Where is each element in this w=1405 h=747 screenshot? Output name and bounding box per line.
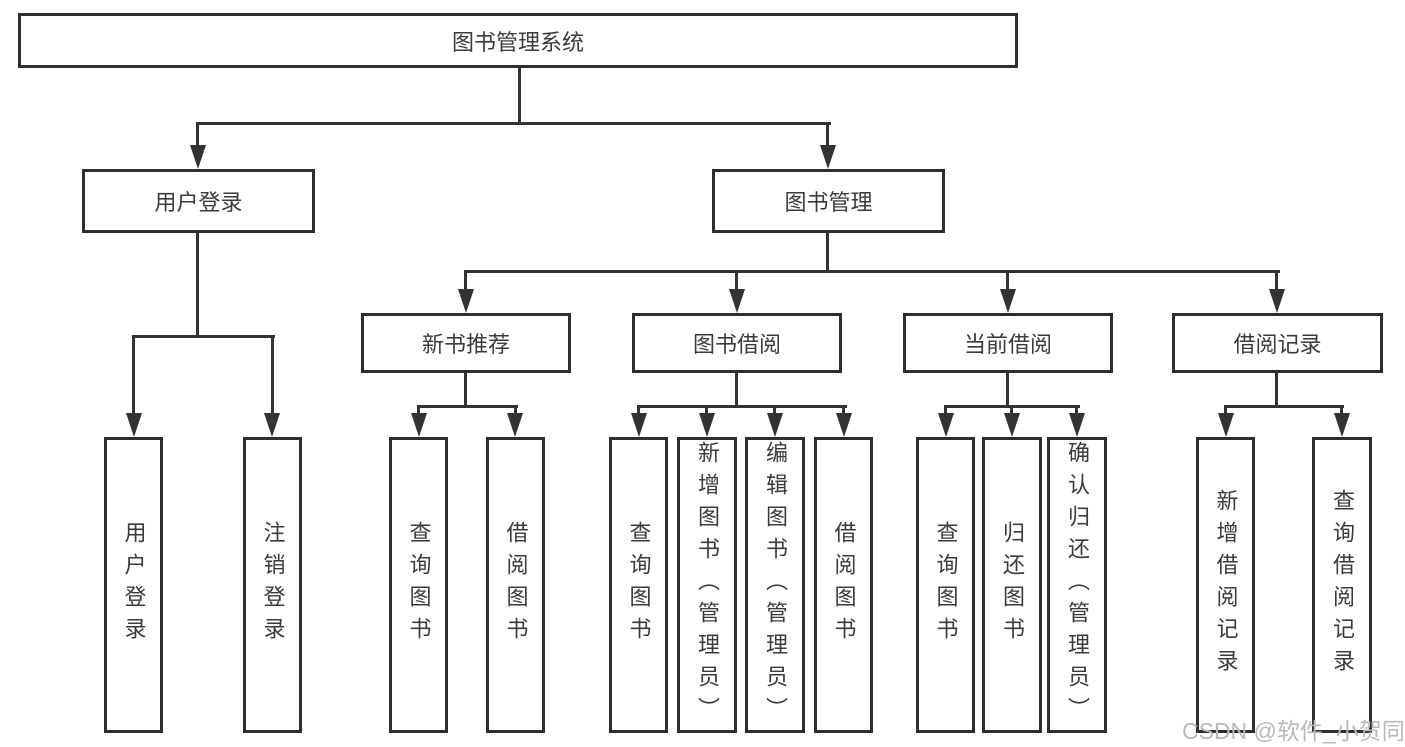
leaf-borrowing-edit-books-admin: 编辑图书（管理员） bbox=[745, 437, 805, 733]
connector-line bbox=[132, 335, 135, 413]
connector-line bbox=[1006, 270, 1009, 289]
arrow-down-icon bbox=[767, 413, 783, 437]
connector-line bbox=[944, 405, 947, 413]
connector-line bbox=[826, 122, 829, 145]
arrow-down-icon bbox=[729, 289, 745, 313]
node-label: 用户登录 bbox=[121, 521, 147, 649]
arrow-down-icon bbox=[126, 413, 142, 437]
connector-line bbox=[1224, 405, 1344, 408]
node-label: 借阅图书 bbox=[831, 521, 857, 649]
node-label: 查询图书 bbox=[406, 521, 432, 649]
node-label: 借阅记录 bbox=[1233, 332, 1322, 357]
node-label: 注销登录 bbox=[260, 521, 286, 649]
arrow-down-icon bbox=[1334, 413, 1350, 437]
connector-line bbox=[464, 270, 1280, 273]
connector-line bbox=[132, 335, 275, 338]
leaf-current-query-books: 查询图书 bbox=[916, 437, 975, 733]
leaf-current-confirm-return-admin: 确认归还（管理员） bbox=[1047, 437, 1107, 733]
node-label: 新增借阅记录 bbox=[1213, 489, 1239, 681]
connector-line bbox=[1275, 373, 1278, 405]
leaf-user-login: 用户登录 bbox=[104, 437, 163, 733]
arrow-down-icon bbox=[1269, 289, 1285, 313]
connector-line bbox=[1340, 405, 1343, 413]
connector-line bbox=[417, 405, 518, 408]
leaf-borrowing-query-books: 查询图书 bbox=[609, 437, 668, 733]
node-label: 新增图书（管理员） bbox=[695, 441, 720, 729]
node-label: 编辑图书（管理员） bbox=[763, 441, 788, 729]
arrow-down-icon bbox=[1004, 413, 1020, 437]
node-label: 图书管理 bbox=[784, 190, 873, 215]
node-label: 查询图书 bbox=[933, 521, 959, 649]
node-user-login: 用户登录 bbox=[82, 169, 315, 233]
leaf-borrowing-add-books-admin: 新增图书（管理员） bbox=[677, 437, 737, 733]
arrow-down-icon bbox=[938, 413, 954, 437]
node-label: 借阅图书 bbox=[503, 521, 529, 649]
arrow-down-icon bbox=[1218, 413, 1234, 437]
node-new-book-recommend: 新书推荐 bbox=[361, 313, 571, 373]
arrow-down-icon bbox=[820, 145, 836, 169]
connector-line bbox=[1075, 405, 1078, 413]
leaf-records-query-record: 查询借阅记录 bbox=[1312, 437, 1372, 733]
connector-line bbox=[514, 405, 517, 413]
arrow-down-icon bbox=[458, 289, 474, 313]
connector-line bbox=[1010, 405, 1013, 413]
leaf-recommend-query-books: 查询图书 bbox=[389, 437, 448, 733]
connector-line bbox=[637, 405, 640, 413]
node-label: 查询图书 bbox=[626, 521, 652, 649]
arrow-down-icon bbox=[264, 413, 280, 437]
arrow-down-icon bbox=[190, 145, 206, 169]
connector-line bbox=[1006, 373, 1009, 405]
connector-line bbox=[705, 405, 708, 413]
node-label: 查询借阅记录 bbox=[1330, 489, 1355, 681]
node-current-borrowing: 当前借阅 bbox=[903, 313, 1113, 373]
arrow-down-icon bbox=[631, 413, 647, 437]
connector-line bbox=[842, 405, 845, 413]
leaf-logout: 注销登录 bbox=[243, 437, 302, 733]
connector-line bbox=[464, 270, 467, 289]
node-label: 用户登录 bbox=[154, 190, 243, 215]
connector-line bbox=[773, 405, 776, 413]
connector-line bbox=[196, 233, 199, 335]
node-book-management: 图书管理 bbox=[712, 169, 945, 233]
arrow-down-icon bbox=[507, 413, 523, 437]
leaf-recommend-borrow-books: 借阅图书 bbox=[486, 437, 545, 733]
connector-line bbox=[637, 405, 847, 408]
node-label: 确认归还（管理员） bbox=[1065, 441, 1090, 729]
connector-line bbox=[518, 68, 521, 122]
connector-line bbox=[826, 233, 829, 270]
arrow-down-icon bbox=[1000, 289, 1016, 313]
connector-line bbox=[1275, 270, 1278, 289]
node-library-management-system: 图书管理系统 bbox=[18, 13, 1018, 68]
node-borrowing-records: 借阅记录 bbox=[1172, 313, 1383, 373]
node-label: 当前借阅 bbox=[963, 332, 1052, 357]
leaf-borrowing-borrow-books: 借阅图书 bbox=[814, 437, 873, 733]
connector-line bbox=[735, 270, 738, 289]
arrow-down-icon bbox=[836, 413, 852, 437]
connector-line bbox=[271, 335, 274, 413]
arrow-down-icon bbox=[411, 413, 427, 437]
node-book-borrowing: 图书借阅 bbox=[632, 313, 842, 373]
connector-line bbox=[1224, 405, 1227, 413]
connector-line bbox=[735, 373, 738, 405]
connector-line bbox=[196, 122, 831, 125]
leaf-records-add-record: 新增借阅记录 bbox=[1196, 437, 1255, 733]
connector-line bbox=[464, 373, 467, 405]
csdn-watermark: CSDN @软件_小贺同学 bbox=[1182, 718, 1405, 744]
node-label: 图书管理系统 bbox=[451, 29, 584, 55]
node-label: 图书借阅 bbox=[692, 332, 781, 357]
node-label: 归还图书 bbox=[1000, 521, 1025, 649]
arrow-down-icon bbox=[699, 413, 715, 437]
connector-line bbox=[196, 122, 199, 145]
leaf-current-return-books: 归还图书 bbox=[982, 437, 1042, 733]
arrow-down-icon bbox=[1069, 413, 1085, 437]
connector-line bbox=[417, 405, 420, 413]
node-label: 新书推荐 bbox=[421, 332, 510, 357]
